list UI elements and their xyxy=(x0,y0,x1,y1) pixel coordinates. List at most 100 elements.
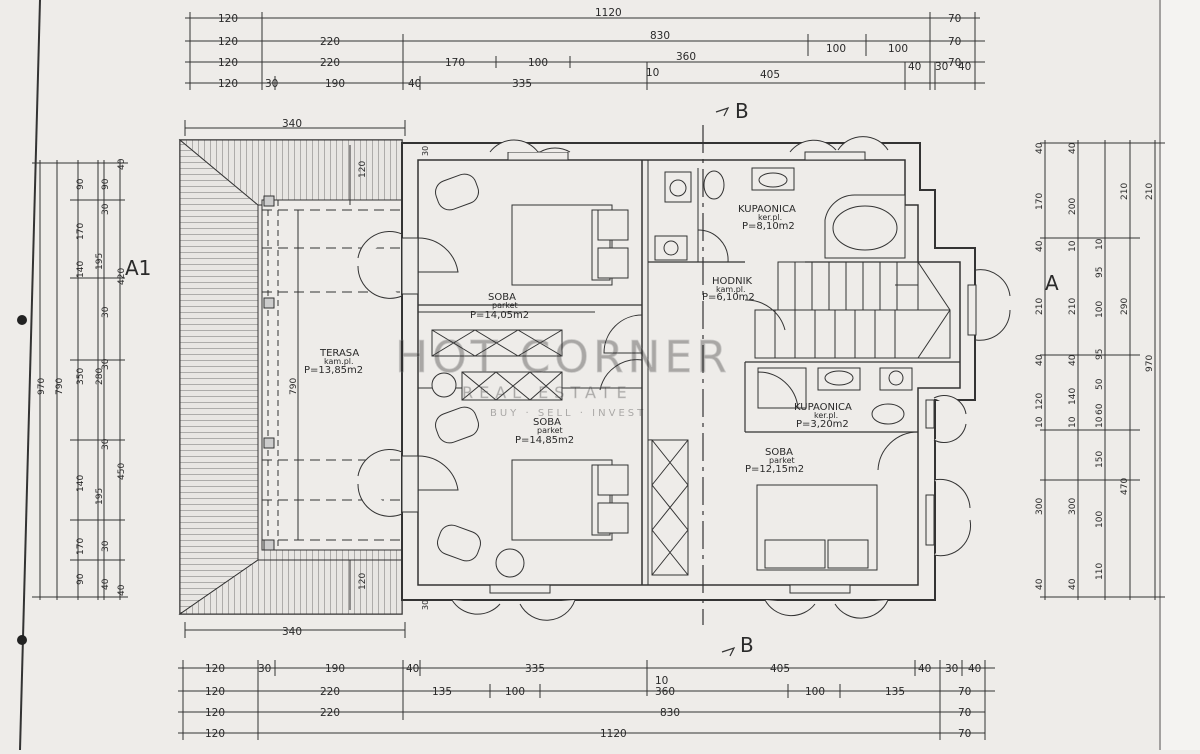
bottom-dimensions xyxy=(178,660,995,740)
watermark-subtitle: REAL ESTATE xyxy=(462,383,633,402)
dim-label: 10 xyxy=(1095,238,1105,250)
room-name-soba-2: SOBA xyxy=(533,417,561,428)
dim-label: 170 xyxy=(76,223,86,240)
dim-label: 450 xyxy=(117,463,127,480)
dim-label: 200 xyxy=(1068,198,1078,215)
dim-label: 1120 xyxy=(600,728,627,740)
dim-label: 70 xyxy=(958,728,971,740)
dim-label: 40 xyxy=(1035,240,1045,252)
section-label-b-bottom: B xyxy=(740,633,754,657)
dim-label: 135 xyxy=(432,686,452,698)
dim-label: 30 xyxy=(101,438,111,450)
room-area-hodnik: P=6,10m2 xyxy=(702,292,755,303)
dim-label: 70 xyxy=(958,686,971,698)
dim-label: 40 xyxy=(1068,354,1078,366)
room-area-kupaonica-2: P=3,20m2 xyxy=(796,419,849,430)
room-area-soba-2: P=14,85m2 xyxy=(515,435,574,446)
dim-label: 335 xyxy=(512,78,532,90)
left-dimension-labels: 970 790 90 170 140 350 140 170 90 195 28… xyxy=(37,158,127,596)
dim-label: 10 xyxy=(1068,240,1078,252)
dim-label: 95 xyxy=(1095,349,1105,360)
dim-label: 300 xyxy=(1035,498,1045,515)
dim-label: 30 xyxy=(421,600,430,610)
staircase xyxy=(754,261,951,359)
room-floor-soba-2: parket xyxy=(537,426,563,435)
dim-label: 100 xyxy=(528,57,548,69)
dim-label: 220 xyxy=(320,707,340,719)
dim-label: 120 xyxy=(218,78,238,90)
watermark-logo-text: HOT CORNER xyxy=(395,332,731,383)
room-floor-soba-3: parket xyxy=(769,456,795,465)
dim-label: 970 xyxy=(1145,355,1155,372)
dim-label: 120 xyxy=(205,707,225,719)
left-dimensions xyxy=(32,160,128,600)
dim-label: 30 xyxy=(101,358,111,370)
room-floor-terasa: kam.pl. xyxy=(324,357,354,366)
section-label-a: A xyxy=(1045,271,1059,295)
dim-label: 90 xyxy=(76,573,86,585)
dim-label: 10 xyxy=(1095,416,1105,428)
dim-label: 195 xyxy=(95,253,105,270)
dim-label: 220 xyxy=(320,686,340,698)
binder-hole xyxy=(17,635,27,645)
dim-label: 100 xyxy=(505,686,525,698)
armchair xyxy=(431,173,525,578)
dim-label: 70 xyxy=(948,36,961,48)
dim-label: 195 xyxy=(95,488,105,505)
dim-label: 120 xyxy=(218,36,238,48)
page-edge-left xyxy=(19,0,41,751)
dim-label: 40 xyxy=(408,78,421,90)
dim-label: 120 xyxy=(358,573,368,590)
right-dimensions xyxy=(1040,140,1165,600)
dim-label: 40 xyxy=(117,584,127,596)
dim-label: 360 xyxy=(676,51,696,63)
room-area-soba-1: P=14,05m2 xyxy=(470,310,529,321)
dim-label: 150 xyxy=(1095,451,1105,468)
dim-label: 40 xyxy=(958,61,971,73)
dim-label: 120 xyxy=(205,663,225,675)
dim-label: 30 xyxy=(101,306,111,318)
bed xyxy=(511,204,629,286)
dim-label: 210 xyxy=(1035,298,1045,315)
dim-label: 170 xyxy=(1035,193,1045,210)
room-floor-soba-1: parket xyxy=(492,301,518,310)
windows xyxy=(357,136,1011,621)
dim-label: 830 xyxy=(660,707,680,719)
dim-label: 290 xyxy=(1120,298,1130,315)
dim-label: 120 xyxy=(218,13,238,25)
top-dimensions xyxy=(185,17,985,84)
dim-label: 70 xyxy=(948,57,961,69)
watermark: HOT CORNER REAL ESTATE BUY · SELL · INVE… xyxy=(395,332,731,419)
dim-label: 360 xyxy=(655,686,675,698)
dim-label: 120 xyxy=(358,161,368,178)
dim-label: 30 xyxy=(265,78,278,90)
room-name-kupaonica-2: KUPAONICA xyxy=(794,402,852,413)
dim-label: 210 xyxy=(1120,183,1130,200)
room-name-kupaonica-1: KUPAONICA xyxy=(738,204,796,215)
dim-label: 300 xyxy=(1068,498,1078,515)
bathroom-fixtures xyxy=(654,167,913,425)
dim-label: 140 xyxy=(76,475,86,492)
dim-label: 280 xyxy=(95,368,105,385)
dim-label: 190 xyxy=(325,78,345,90)
dim-label: 10 xyxy=(1035,416,1045,428)
terrace xyxy=(178,120,406,638)
dim-label: 120 xyxy=(1035,393,1045,410)
dim-label: 40 xyxy=(101,578,111,590)
dim-label: 40 xyxy=(1035,354,1045,366)
room-floor-kupaonica-2: ker.pl. xyxy=(814,411,838,420)
dim-label: 40 xyxy=(1035,142,1045,154)
watermark-tagline: BUY · SELL · INVEST xyxy=(490,408,646,419)
dim-label: 790 xyxy=(55,378,65,395)
dim-label: 40 xyxy=(908,61,921,73)
dim-label: 70 xyxy=(948,13,961,25)
dim-label: 30 xyxy=(101,540,111,552)
dim-label: 40 xyxy=(968,663,981,675)
dim-label: 170 xyxy=(445,57,465,69)
dim-label: 210 xyxy=(1068,298,1078,315)
room-area-kupaonica-1: P=8,10m2 xyxy=(742,221,795,232)
dim-label: 50 xyxy=(1095,378,1105,390)
section-line-b xyxy=(702,106,736,657)
dim-label: 970 xyxy=(37,378,47,395)
